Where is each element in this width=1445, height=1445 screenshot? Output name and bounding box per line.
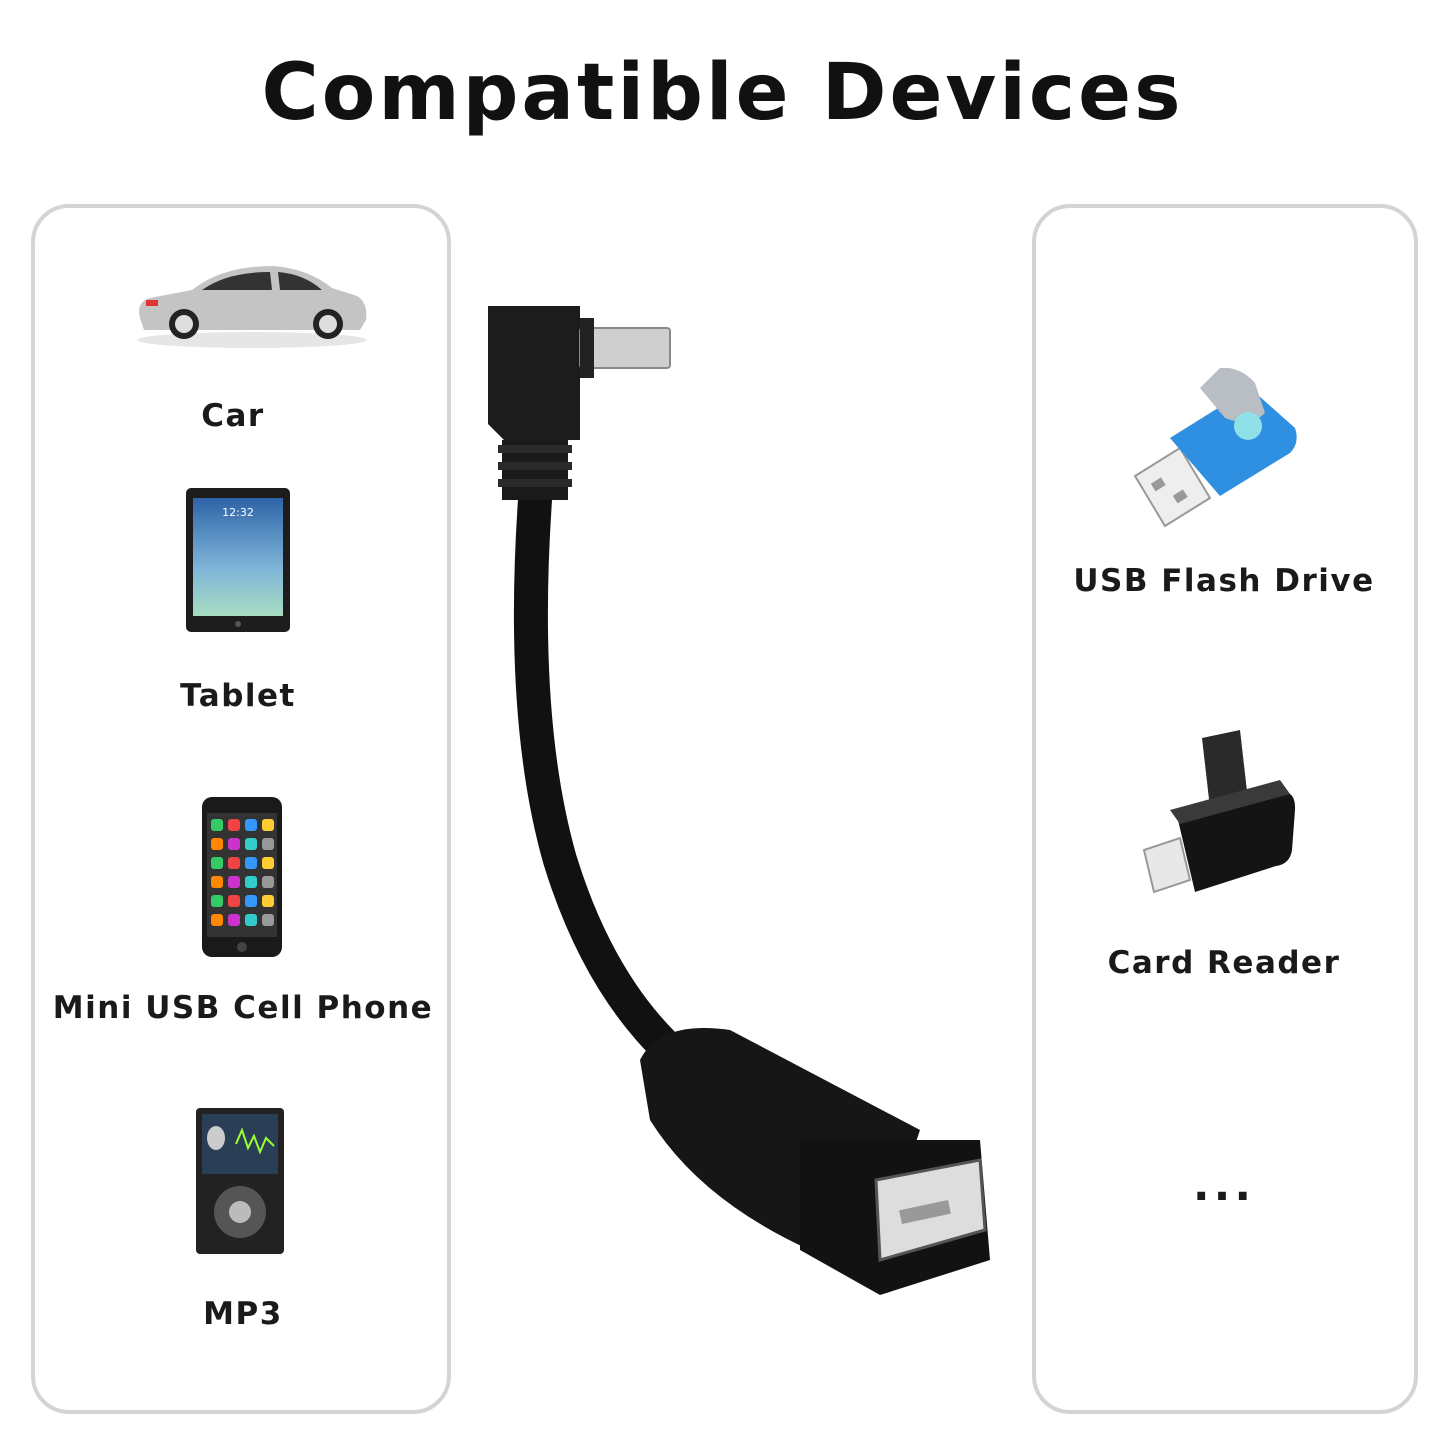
- app-icon: [245, 895, 257, 907]
- otg-cable-image: [488, 306, 990, 1295]
- phone-icon: [202, 797, 282, 957]
- app-icon: [262, 838, 274, 850]
- app-icon: [245, 876, 257, 888]
- device-label-usb-flash-drive: USB Flash Drive: [1073, 563, 1375, 599]
- app-icon: [211, 876, 223, 888]
- app-icon: [228, 895, 240, 907]
- device-label-mini-usb-cell-phone: Mini USB Cell Phone: [52, 990, 434, 1026]
- app-icon: [211, 819, 223, 831]
- device-label-tablet: Tablet: [180, 678, 296, 714]
- tablet-icon: 12:32: [186, 488, 290, 632]
- app-icon: [211, 914, 223, 926]
- app-icon: [211, 838, 223, 850]
- card-reader-icon: [1142, 730, 1296, 894]
- mp3-player-icon: [196, 1108, 284, 1254]
- car-icon: [137, 266, 367, 348]
- app-icon: [228, 914, 240, 926]
- app-icon: [211, 895, 223, 907]
- app-icon: [262, 857, 274, 869]
- app-icon: [228, 838, 240, 850]
- app-icon: [262, 914, 274, 926]
- app-icon: [262, 876, 274, 888]
- device-label-car: Car: [201, 398, 265, 434]
- app-icon: [245, 838, 257, 850]
- app-icon: [228, 876, 240, 888]
- device-label-mp3: MP3: [203, 1296, 283, 1332]
- app-icon: [245, 914, 257, 926]
- app-icon: [262, 819, 274, 831]
- tablet-time: 12:32: [222, 506, 254, 519]
- app-icon: [245, 857, 257, 869]
- app-icon: [211, 857, 223, 869]
- device-label-card-reader: Card Reader: [1107, 945, 1341, 981]
- app-icon: [228, 857, 240, 869]
- usb-flash-drive-icon: [1133, 368, 1297, 528]
- page-title: Compatible Devices: [261, 48, 1184, 138]
- app-icon: [262, 895, 274, 907]
- more-devices-ellipsis: ...: [1192, 1160, 1256, 1211]
- app-icon: [228, 819, 240, 831]
- app-icon: [245, 819, 257, 831]
